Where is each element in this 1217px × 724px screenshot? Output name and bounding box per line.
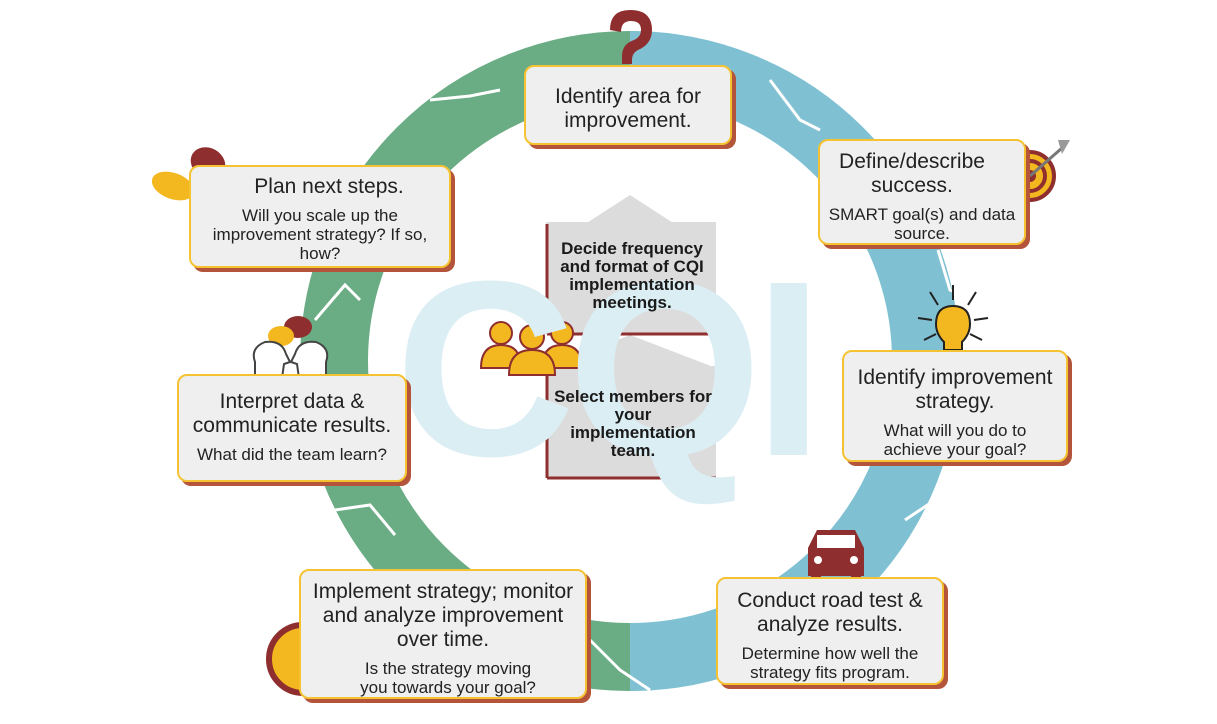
step-interpret-data: Interpret data & communicate results. Wh… xyxy=(177,374,407,482)
chevron-4 xyxy=(904,479,952,522)
step-subtitle: What will you do to achieve your goal? xyxy=(883,421,1027,459)
team-icon xyxy=(479,321,584,376)
step-identify-area: Identify area for improvement. xyxy=(524,65,732,145)
chevron-6 xyxy=(334,503,397,536)
step-title: Implement strategy; monitor and analyze … xyxy=(312,580,574,651)
step-title: Identify improvement strategy. xyxy=(857,366,1053,413)
chevron-1 xyxy=(429,88,501,102)
step-road-test: Conduct road test & analyze results. Det… xyxy=(716,577,944,685)
center-panel-top xyxy=(546,222,716,334)
chevron-2 xyxy=(768,79,821,132)
step-title: Define/describe success. xyxy=(839,150,985,197)
step-implement-strategy: Implement strategy; monitor and analyze … xyxy=(299,569,587,699)
center-arrow xyxy=(545,195,716,480)
chevron-7 xyxy=(313,282,362,321)
step-subtitle: SMART goal(s) and data source. xyxy=(828,205,1016,243)
center-bottom-text: Select members for your implementation t… xyxy=(554,387,712,460)
car-icon xyxy=(808,530,864,584)
step-identify-strategy: Identify improvement strategy. What will… xyxy=(842,350,1068,462)
chevron-3 xyxy=(936,249,976,302)
step-subtitle: Determine how well the strategy fits pro… xyxy=(741,644,919,682)
step-plan-next: Plan next steps. Will you scale up the i… xyxy=(189,165,451,268)
center-arrow-head-2 xyxy=(546,335,716,368)
step-title: Interpret data & communicate results. xyxy=(192,390,392,437)
step-title: Identify area for improvement. xyxy=(555,85,701,132)
step-subtitle: What did the team learn? xyxy=(197,445,387,464)
chevron-5 xyxy=(588,638,651,692)
center-panel-bottom xyxy=(546,366,716,478)
discussion-heads-icon xyxy=(252,316,329,379)
cqi-watermark: CQI xyxy=(395,229,823,508)
step-title: Plan next steps. xyxy=(254,175,404,198)
step-title: Conduct road test & analyze results. xyxy=(737,589,923,636)
cycle-chevrons xyxy=(313,79,976,692)
step-subtitle: Will you scale up the improvement strate… xyxy=(212,206,428,263)
center-top-text: Decide frequency and format of CQI imple… xyxy=(560,239,704,312)
step-define-success: Define/describe success. SMART goal(s) a… xyxy=(818,139,1026,245)
step-subtitle: Is the strategy moving you towards your … xyxy=(360,659,536,697)
